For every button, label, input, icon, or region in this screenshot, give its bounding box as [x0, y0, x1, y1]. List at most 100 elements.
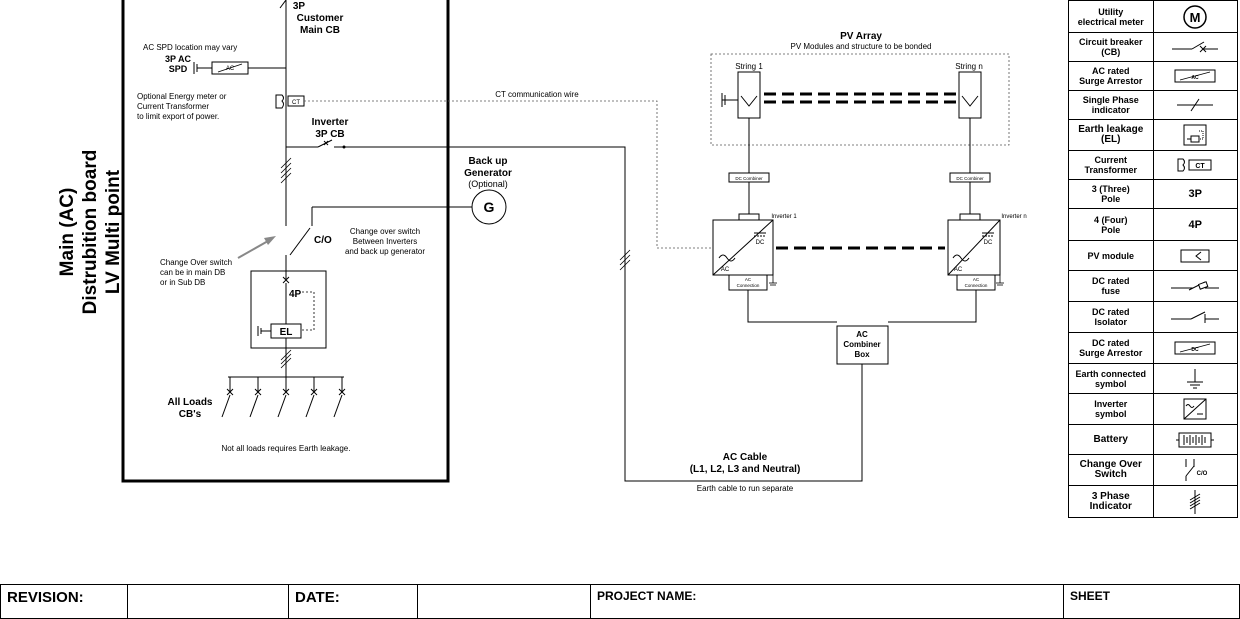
- legend-label: Earth leakage(EL): [1068, 119, 1154, 151]
- legend-line2: Isolator: [1094, 317, 1127, 327]
- co-switch-note-line3: or in Sub DB: [160, 278, 205, 287]
- three-phase-mark-1: [280, 157, 292, 184]
- legend-line2: electrical meter: [1077, 16, 1144, 27]
- dc-combiner-n: [949, 172, 991, 183]
- invertern-dc-terminal: [959, 213, 981, 221]
- date-field[interactable]: [417, 584, 591, 619]
- three-pole-text: 3P: [1188, 188, 1202, 200]
- legend-line1: 3 (Three): [1091, 184, 1130, 194]
- inverter1-label: Inverter 1: [771, 214, 797, 220]
- three-phase-icon: [1152, 485, 1238, 518]
- project-name-label: PROJECT NAME:: [597, 589, 697, 603]
- four-pole-text: 4P: [1188, 218, 1202, 231]
- pv-string1: String 1: [735, 62, 763, 71]
- legend-line1: 3 Phase: [1091, 490, 1130, 502]
- sheet-field[interactable]: SHEET: [1063, 584, 1240, 619]
- legend-line1: Current: [1094, 155, 1127, 165]
- invertern-icon: DC AC: [947, 219, 1001, 276]
- legend-line1: 4 (Four): [1094, 214, 1128, 225]
- legend-line1: Circuit breaker: [1078, 37, 1143, 47]
- ac-cable-line2: (L1, L2, L3 and Neutral): [690, 464, 801, 475]
- ac-combiner-line3: Box: [854, 350, 870, 359]
- invertern-ac-conn-line2: Connection: [965, 283, 988, 288]
- inverter-icon: [1152, 393, 1238, 425]
- ac-feed-to-inverters: [344, 146, 863, 482]
- legend-line1: Utility: [1098, 6, 1124, 17]
- change-over-switch-icon: C/O: [1152, 454, 1238, 486]
- sheet-label: SHEET: [1070, 589, 1111, 603]
- legend-line1: DC rated: [1091, 338, 1130, 348]
- ac-cable-line1: AC Cable: [723, 452, 768, 463]
- dc-surge-arrestor-icon: DC: [1152, 332, 1238, 364]
- legend-line1: Earth connected: [1075, 368, 1146, 379]
- ct-wire-label: CT communication wire: [495, 90, 579, 99]
- ac-cable-note: Earth cable to run separate: [697, 484, 794, 493]
- date-label: DATE:: [288, 584, 418, 619]
- circuit-breaker-icon: [1152, 32, 1238, 62]
- legend-line1: Single Phase: [1082, 95, 1139, 105]
- dc-combiner-n-label: DC Combiner: [956, 176, 984, 181]
- co-label: C/O: [314, 235, 332, 246]
- current-transformer-text: CT: [1196, 163, 1206, 170]
- inverter-cb-line2: 3P CB: [315, 129, 344, 140]
- earth-leakage-icon: [1152, 119, 1238, 151]
- pv-module-1: [737, 71, 761, 119]
- ac-combiner-box: [836, 325, 889, 365]
- inverter1-ac: AC: [721, 267, 730, 273]
- legend-line1: DC rated: [1091, 276, 1130, 286]
- co-arrow: [237, 240, 269, 259]
- spd-box-label: AC: [226, 66, 235, 72]
- inverter1-ac-conn-line2: Connection: [737, 283, 760, 288]
- ct-box-label: CT: [292, 100, 300, 106]
- current-transformer-icon: CT: [1152, 150, 1238, 180]
- db-title-line2: Distrubition board: [80, 150, 101, 315]
- ct-symbol: CT: [275, 94, 305, 109]
- earth-leakage-enclosure: [250, 270, 327, 349]
- inverter-cb-symbol: [286, 139, 346, 149]
- legend-line2: indicator: [1091, 105, 1130, 115]
- inverter1-to-ac-combiner: [747, 290, 837, 323]
- legend-line1: PV module: [1087, 250, 1134, 261]
- load-breakers: [221, 377, 346, 418]
- generator-line2: Generator: [464, 168, 512, 179]
- legend-line2: (CB): [1101, 47, 1121, 57]
- main-cb-switch: [279, 0, 287, 9]
- legend-label: 3 (Three)Pole: [1068, 179, 1154, 209]
- dc-isolator-icon: [1152, 301, 1238, 333]
- change-over-switch: [285, 207, 313, 263]
- battery-icon: [1152, 424, 1238, 455]
- revision-field[interactable]: [127, 584, 289, 619]
- legend-row: 3 (Three)Pole 3P: [1068, 179, 1238, 209]
- legend-line1: DC rated: [1091, 307, 1130, 317]
- legend-line1: Battery: [1093, 433, 1128, 445]
- distribution-board-enclosure: [121, 0, 450, 483]
- generator-symbol: G: [484, 199, 495, 215]
- legend-line2: (EL): [1101, 134, 1121, 145]
- db-title-line1: Main (AC): [57, 188, 78, 277]
- project-name-field[interactable]: PROJECT NAME:: [590, 584, 1064, 619]
- legend-line1: Earth leakage: [1078, 124, 1144, 135]
- legend-line2: Switch: [1094, 469, 1127, 480]
- ac-surge-arrestor-text: AC: [1192, 75, 1200, 81]
- meter-icon-text: M: [1190, 10, 1201, 25]
- invertern-to-ac-combiner: [888, 290, 977, 323]
- four-pole-icon: 4P: [1152, 208, 1238, 241]
- single-phase-icon: [1152, 90, 1238, 120]
- loads-line2: CB's: [179, 409, 202, 420]
- dc-combiner-1: [728, 172, 770, 183]
- invertern-ac-conn-line1: AC: [973, 277, 980, 282]
- legend-line2: fuse: [1101, 286, 1120, 296]
- meter-icon: M: [1152, 0, 1238, 33]
- dc-surge-arrestor-text: DC: [1192, 347, 1200, 353]
- co-note-line2: Between Inverters: [353, 237, 417, 246]
- legend-line2: Pole: [1101, 194, 1121, 204]
- spd-symbol: AC: [193, 61, 286, 75]
